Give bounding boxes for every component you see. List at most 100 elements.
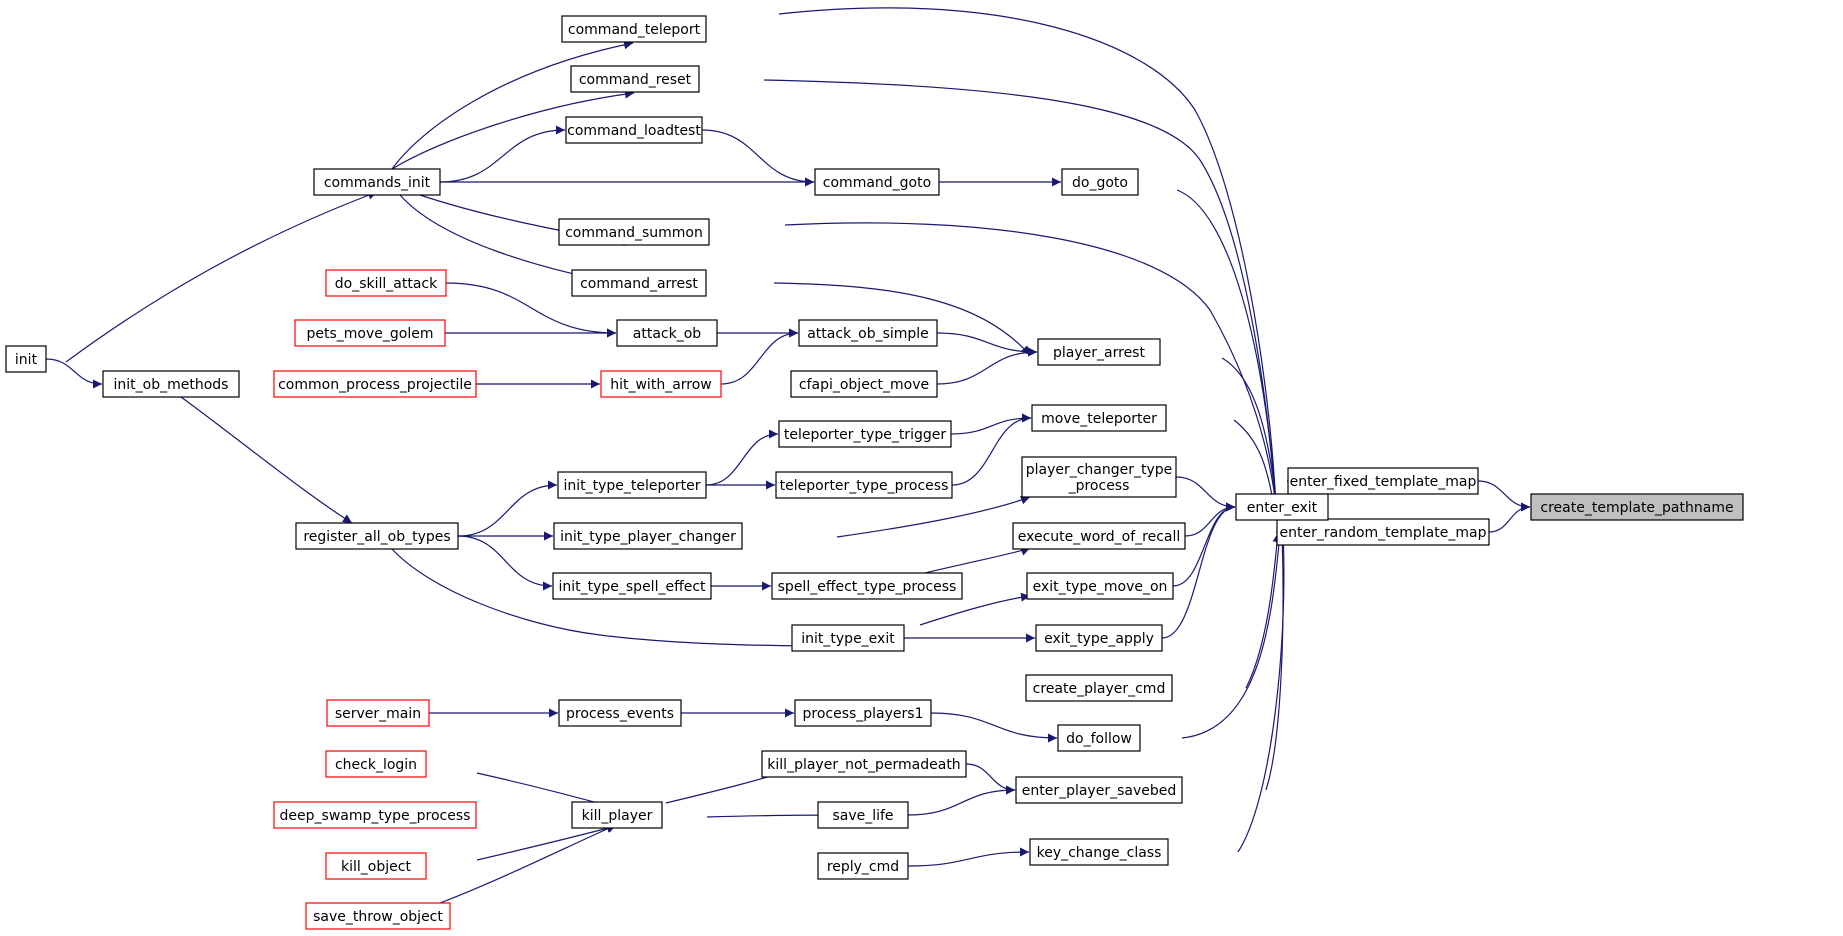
- node-init-type-exit[interactable]: init_type_exit: [791, 624, 905, 652]
- node-box: [570, 65, 700, 93]
- node-do-skill-attack[interactable]: do_skill_attack: [325, 269, 447, 297]
- edge-init-to-commands_init: [65, 190, 378, 363]
- node-label: create_template_pathname: [1540, 500, 1733, 516]
- node-attack-ob-simple[interactable]: attack_ob_simple: [798, 319, 938, 347]
- node-box: [313, 168, 441, 196]
- node-label: command_reset: [579, 72, 692, 88]
- node-kill-player[interactable]: kill_player: [571, 801, 663, 829]
- node-label: cfapi_object_move: [799, 377, 929, 393]
- node-label: move_teleporter: [1041, 411, 1157, 427]
- node-label: save_life: [832, 808, 893, 824]
- node-box: [295, 522, 459, 550]
- node-box: [294, 319, 446, 347]
- node-label: deep_swamp_type_process: [280, 808, 471, 824]
- node-label: _process: [1068, 478, 1130, 494]
- node-label: kill_player: [582, 808, 653, 824]
- edge-init_type_player_changer-to-player_changer_type_process: [836, 495, 1031, 538]
- node-save-life[interactable]: save_life: [817, 801, 909, 829]
- node-box: [1235, 493, 1329, 521]
- node-create-player-cmd[interactable]: create_player_cmd: [1025, 674, 1173, 702]
- node-box: [561, 15, 707, 43]
- edge-init-to-init_ob_methods: [45, 358, 103, 389]
- node-command-arrest[interactable]: command_arrest: [571, 269, 707, 297]
- node-box: [1037, 338, 1161, 366]
- node-label: common_process_projectile: [278, 377, 472, 393]
- edge-enter_fixed_template_map-to-create_template_pathname: [1477, 480, 1531, 512]
- node-box: [273, 370, 477, 398]
- node-process-players1[interactable]: process_players1: [794, 699, 932, 727]
- node-kill-object[interactable]: kill_object: [325, 852, 427, 880]
- node-box: [5, 345, 47, 373]
- node-reply-cmd[interactable]: reply_cmd: [817, 852, 909, 880]
- node-enter-player-savebed[interactable]: enter_player_savebed: [1015, 776, 1183, 804]
- node-box: [761, 750, 967, 778]
- edge-spell_effect_type_process-to-execute_word_of_recall: [924, 547, 1031, 574]
- node-player-arrest[interactable]: player_arrest: [1037, 338, 1161, 366]
- node-register-all-ob-types[interactable]: register_all_ob_types: [295, 522, 459, 550]
- edge-save_throw_object-to-kill_player: [439, 824, 617, 904]
- node-label: command_goto: [823, 175, 931, 191]
- node-common-process-projectile[interactable]: common_process_projectile: [273, 370, 477, 398]
- node-player-changer-type-process[interactable]: player_changer_type_process: [1021, 456, 1177, 498]
- node-cfapi-object-move[interactable]: cfapi_object_move: [790, 370, 938, 398]
- node-enter-exit[interactable]: enter_exit: [1235, 493, 1329, 521]
- node-deep-swamp-type-process[interactable]: deep_swamp_type_process: [273, 801, 477, 829]
- node-box: [616, 319, 718, 347]
- node-box: [790, 370, 938, 398]
- node-box: [565, 116, 703, 144]
- node-box: [553, 522, 743, 550]
- node-key-change-class[interactable]: key_change_class: [1029, 838, 1169, 866]
- node-box: [1057, 724, 1141, 752]
- node-label: register_all_ob_types: [303, 529, 450, 545]
- node-command-summon[interactable]: command_summon: [558, 218, 710, 246]
- node-label: player_arrest: [1053, 345, 1145, 361]
- node-exit-type-apply[interactable]: exit_type_apply: [1035, 624, 1163, 652]
- node-label: init_type_player_changer: [560, 529, 736, 545]
- node-commands-init[interactable]: commands_init: [313, 168, 441, 196]
- node-save-throw-object[interactable]: save_throw_object: [305, 902, 451, 930]
- edge-teleporter_type_trigger-to-move_teleporter: [950, 413, 1032, 435]
- node-move-teleporter[interactable]: move_teleporter: [1031, 404, 1167, 432]
- node-enter-random-template-map[interactable]: enter_random_template_map: [1276, 518, 1490, 546]
- node-check-login[interactable]: check_login: [325, 750, 427, 778]
- node-init-type-teleporter[interactable]: init_type_teleporter: [557, 471, 707, 499]
- node-command-teleport[interactable]: command_teleport: [561, 15, 707, 43]
- node-attack-ob[interactable]: attack_ob: [616, 319, 718, 347]
- node-init[interactable]: init: [5, 345, 47, 373]
- node-box: [325, 750, 427, 778]
- node-init-type-player-changer[interactable]: init_type_player_changer: [553, 522, 743, 550]
- node-teleporter-type-process[interactable]: teleporter_type_process: [775, 471, 953, 499]
- node-init-ob-methods[interactable]: init_ob_methods: [102, 370, 240, 398]
- node-kill-player-not-permadeath[interactable]: kill_player_not_permadeath: [761, 750, 967, 778]
- edge-reply_cmd-to-key_change_class: [907, 847, 1030, 867]
- node-label: pets_move_golem: [307, 326, 434, 342]
- node-do-follow[interactable]: do_follow: [1057, 724, 1141, 752]
- node-execute-word-of-recall[interactable]: execute_word_of_recall: [1012, 522, 1186, 550]
- node-do-goto[interactable]: do_goto: [1061, 168, 1139, 196]
- node-pets-move-golem[interactable]: pets_move_golem: [294, 319, 446, 347]
- node-command-goto[interactable]: command_goto: [814, 168, 940, 196]
- node-command-loadtest[interactable]: command_loadtest: [565, 116, 703, 144]
- node-server-main[interactable]: server_main: [326, 699, 430, 727]
- node-label: command_loadtest: [567, 123, 701, 139]
- node-exit-type-move-on[interactable]: exit_type_move_on: [1026, 572, 1174, 600]
- node-hit-with-arrow[interactable]: hit_with_arrow: [600, 370, 722, 398]
- node-label: command_arrest: [580, 276, 698, 292]
- node-box: [1029, 838, 1169, 866]
- edge-player_arrest-to-enter_exit: [1221, 357, 1281, 508]
- node-command-reset[interactable]: command_reset: [570, 65, 700, 93]
- edge-do_follow-to-enter_exit: [1181, 532, 1284, 739]
- node-init-type-spell-effect[interactable]: init_type_spell_effect: [552, 572, 712, 600]
- node-enter-fixed-template-map[interactable]: enter_fixed_template_map: [1287, 467, 1479, 495]
- node-label: init_type_spell_effect: [558, 579, 706, 595]
- edge-do_skill_attack-to-attack_ob: [445, 282, 617, 338]
- node-create-template-pathname[interactable]: create_template_pathname: [1530, 493, 1744, 521]
- node-box: [1035, 624, 1163, 652]
- node-label: hit_with_arrow: [610, 377, 712, 393]
- node-process-events[interactable]: process_events: [558, 699, 682, 727]
- node-box: [558, 699, 682, 727]
- node-teleporter-type-trigger[interactable]: teleporter_type_trigger: [778, 420, 952, 448]
- edge-save_life-to-enter_player_savebed: [907, 785, 1016, 816]
- edge-do_goto-to-enter_exit: [1176, 189, 1280, 508]
- node-spell-effect-type-process[interactable]: spell_effect_type_process: [771, 572, 963, 600]
